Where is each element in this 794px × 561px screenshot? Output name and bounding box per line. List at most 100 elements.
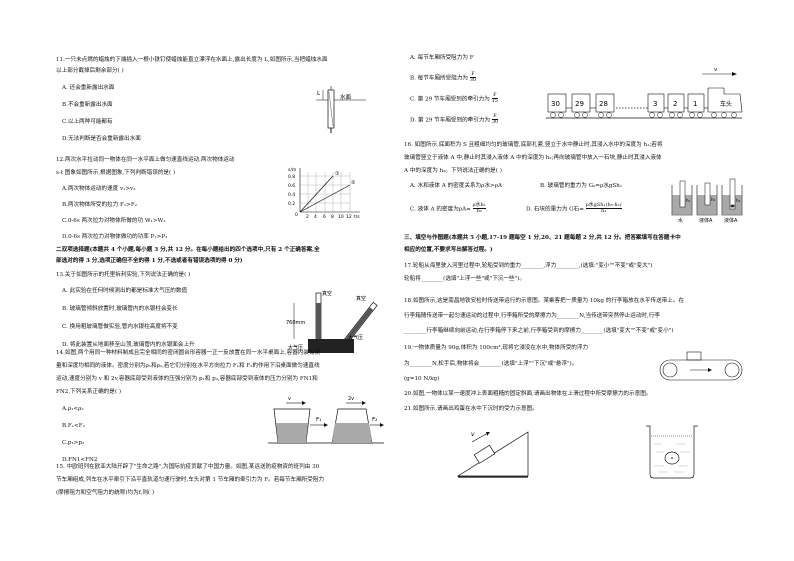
q15-c-den: 15: [491, 98, 498, 105]
train-car-1: 1: [687, 93, 705, 118]
q16-d-num: ρ水gSh₁(h₃-h₂): [585, 202, 622, 210]
train-locomotive: 车头: [707, 87, 743, 118]
q14-line-1: 14.如图,两个用同一种材料制成且完全相同的密闭圆台形容器一正一反放置在同一水平…: [56, 350, 321, 356]
velocity-label: v: [471, 431, 475, 438]
line-2-label: ②: [351, 180, 356, 186]
conveyor-belt: [659, 359, 743, 381]
car-label-1: 1: [693, 100, 697, 108]
y-tick-1: 0.6: [288, 183, 295, 189]
beaker-liquid-a-2: 液体A h₃: [721, 178, 743, 224]
section-3-line-2: 相应的位置,不要求写出解答过程。): [404, 247, 493, 253]
velocity-v: v: [288, 396, 291, 402]
q11-option-c: C.以上两种可能都有: [62, 119, 113, 125]
q11-option-b: B.不会重新露出水面: [62, 102, 113, 108]
q15-option-b-fraction: F 30: [469, 71, 477, 84]
q18-line-1: 18.如图所示,这是南昌地铁安检时传送带运行的示意图。某乘客把一质量为 10kg…: [404, 298, 685, 304]
q15-option-d-fraction: F 30: [491, 113, 499, 126]
beaker-label-liquid-a-1: 液体A: [699, 217, 713, 224]
train-car-28: 28: [595, 93, 615, 118]
q12-stem-2: s-t 图象如图所示,根据图象,下列判断错误的是( ): [56, 170, 176, 176]
q15-option-c-fraction: F 15: [491, 92, 498, 105]
car-label-28: 28: [599, 100, 608, 108]
q13-option-b: B. 玻璃管倾斜放置时,玻璃管内的水银柱会变长: [62, 306, 178, 312]
car-label-30: 30: [551, 100, 560, 108]
section-2-line-2: 部选对的得 3 分,选项正确但不全的得 1 分,不选或者有错误选项的得 0 分): [56, 258, 243, 264]
tube-figure: 水 h₁ 液体A h₂ 液体A h₃: [671, 178, 743, 224]
train-car-2: 2: [667, 93, 685, 118]
velocity-2v: 2v: [348, 396, 354, 402]
q15-option-b: B. 每节车厢所受阻力为 F 30: [410, 71, 477, 84]
q15-option-b-text: B. 每节车厢所受阻力为: [410, 75, 469, 82]
candle-figure: L 水面: [316, 86, 366, 133]
q16-option-d: D. 石块的重力为 G石= ρ水gSh₁(h₃-h₂) h₂: [526, 202, 622, 215]
q20-line: 20.如图,一物体以某一速度冲上表面粗糙的固定斜面,请画出物体在上滑过程中所受摩…: [404, 391, 652, 397]
q14-line-3: 运动,速度分别为 v 和 2v,容器底部受到液体的压强分别为 p₁和 p₂,容器…: [56, 376, 318, 382]
torricelli-figure: 760mm 真空 真空 大气压 大气压: [286, 290, 378, 353]
beaker-liquid-a-1: 液体A h₂: [696, 182, 718, 224]
atm-label-2: 大气压: [348, 334, 363, 341]
q14-option-d: D.FN1<FN2: [62, 457, 98, 463]
block-on-incline: [473, 444, 496, 464]
q21-line: 21.如图所示,请画出鸡蛋在水中下沉时的受力示意图。: [404, 406, 538, 412]
label-h3: h₃: [736, 198, 741, 203]
velocity-arrow: [486, 432, 490, 436]
q16-option-c: C. 液体 A 的密度为ρA= ρ水h₁ h₂: [410, 202, 486, 215]
q16-line-2: 玻璃管竖立于液体 A 中,静止时其浸入液体 A 中的深度为 h₂;再向玻璃管中放…: [404, 155, 662, 161]
x-tick-1: 4: [314, 214, 317, 220]
train-velocity: v: [714, 67, 718, 73]
q15-b-den: 30: [469, 77, 477, 84]
line-2: [299, 184, 351, 213]
q11-option-d: D.无法判断是否会重新露出水面: [62, 136, 141, 142]
q11-option-a: A. 还会重新露出水面: [62, 85, 115, 91]
q16-option-d-text: D. 石块的重力为 G石=: [526, 206, 584, 213]
x-tick-5: 12: [346, 214, 352, 220]
q15-option-c-text: C. 第 29 节车厢受到的牵引力为: [410, 96, 490, 103]
incline-figure: v: [456, 431, 529, 478]
belt-direction-arrow: [708, 368, 712, 372]
q19-line-1: 19.一物体质量为 90g,体积为 100cm³,现将它浸没在水中,物体所受的浮…: [404, 345, 589, 351]
q12-option-d: D.0-6s 两次拉力对物体做功的功率 P₁>P₂: [62, 234, 168, 240]
label-water-surface: 水面: [340, 93, 352, 101]
line-1-label: ①: [335, 171, 340, 177]
q18-line-3: ________行李箱继续向前运动,在行李箱停下来之前,行李箱受到的摩擦力___…: [404, 328, 674, 334]
beaker-egg-figure: [646, 425, 698, 479]
roller-right: [724, 362, 740, 378]
y-tick-4: 0: [295, 212, 298, 218]
q16-line-3: A 中的深度为 h₃。下列说法正确的是( ): [404, 168, 502, 174]
mercury-column-vertical: [316, 303, 321, 343]
q11-stem-2: 以上部分截掉后剩余部分( ): [56, 68, 124, 74]
locomotive-label: 车头: [720, 100, 732, 108]
atm-label-1: 大气压: [288, 344, 303, 351]
q16-d-den: h₂: [601, 208, 607, 215]
q13-option-a: A. 此实验在任何时候测出的都是标准大气压的数值: [62, 288, 188, 294]
q15-option-c: C. 第 29 节车厢受到的牵引力为 F 15: [410, 92, 498, 105]
containers-figure: v 2v F₁ F₂: [268, 396, 384, 444]
q14-option-a: A.ρ₁<ρ₂: [62, 406, 84, 412]
q16-option-c-fraction: ρ水h₁ h₂: [472, 202, 486, 215]
label-h2: h₂: [711, 197, 716, 202]
graph-grid: [300, 172, 351, 212]
mercury-column-tilted: [342, 307, 374, 345]
q15-option-d: D. 第 29 节车厢受到的牵引力为 F 30: [410, 113, 499, 126]
height-label: 760mm: [286, 320, 305, 326]
label-L: L: [317, 91, 321, 97]
q14-option-c: C.p₁>p₂: [62, 440, 85, 446]
section-3-line-1: 三、填空与作图题(本题共 5 小题,17-19 题每空 1 分,20、21 题每…: [404, 235, 681, 241]
x-tick-4: 10: [338, 214, 344, 220]
y-tick-3: 0.2: [288, 201, 295, 207]
q16-option-a: A. 水和液体 A 的密度关系为ρ水>ρA: [410, 183, 503, 189]
egg-center: [671, 457, 673, 459]
car-label-3: 3: [653, 100, 657, 108]
x-axis-label: t/s: [354, 214, 360, 220]
q15-option-a: A. 每节车厢所受阻力为 F: [410, 55, 474, 61]
q15-line-1: 15. 中欧班列在欧亚大陆开辟了"生命之路",为国际抗疫贡献了中国力量。如图,某…: [56, 464, 320, 470]
train-car-30: 30: [547, 93, 567, 118]
q14-line-4: FN2,下列关系正确的是( ): [56, 389, 122, 395]
train-car-3: 3: [647, 93, 665, 118]
y-tick-0: 0.8: [288, 174, 295, 180]
q16-option-b: B. 玻璃管的重力为 G₀=ρ水gSh₁: [540, 183, 623, 189]
liquid-1: [276, 423, 308, 443]
q16-option-c-text: C. 液体 A 的密度为ρA=: [410, 206, 471, 213]
y-axis-label: s/m: [288, 167, 296, 173]
q15-d-num: F: [491, 113, 499, 121]
